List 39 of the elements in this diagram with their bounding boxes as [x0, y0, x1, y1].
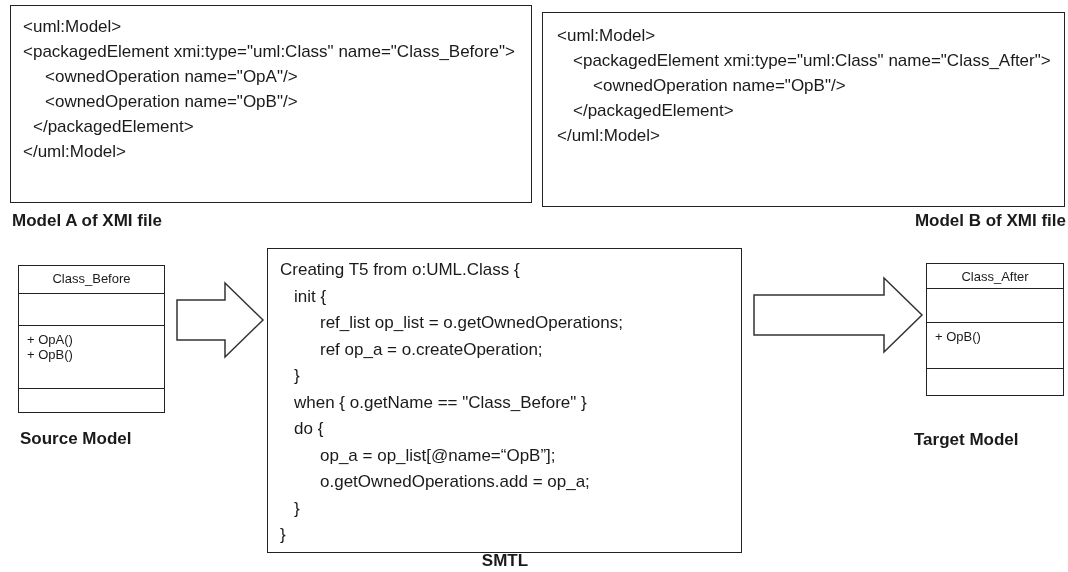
code-line: </uml:Model> — [556, 125, 661, 147]
uml-class-box — [18, 265, 165, 413]
code-line: do { — [293, 418, 325, 440]
block-arrow — [176, 281, 265, 359]
operation-text: + OpA() — [27, 332, 73, 347]
code-line: <ownedOperation name="OpB"/> — [44, 91, 299, 113]
code-line: </packagedElement> — [32, 116, 195, 138]
block-arrow — [753, 276, 924, 354]
code-line: <packagedElement xmi:type="uml:Class" name="Class_Before"> — [22, 41, 516, 63]
code-line: } — [293, 365, 301, 387]
operation-text: + OpB() — [935, 329, 981, 344]
node-label: SMTL — [481, 551, 529, 571]
class-name: Class_After — [960, 269, 1030, 284]
code-line: init { — [293, 285, 328, 308]
code-line: op_a = op_list[@name=“OpB”]; — [319, 444, 557, 467]
code-line: <packagedElement xmi:type="uml:Class" name="Class_After"> — [572, 50, 1052, 72]
code-box — [10, 5, 532, 203]
node-label: Model B of XMI file — [914, 211, 1066, 231]
code-line: <uml:Model> — [22, 16, 123, 38]
code-line: Creating T5 from o:UML.Class { — [279, 259, 521, 281]
code-line: } — [293, 497, 301, 520]
code-box — [542, 12, 1065, 207]
code-line: <ownedOperation name="OpA"/> — [44, 66, 299, 88]
code-box — [267, 248, 742, 553]
node-label: Source Model — [20, 429, 132, 449]
node-label: Model A of XMI file — [12, 211, 162, 231]
code-line: </packagedElement> — [572, 100, 735, 122]
code-line: o.getOwnedOperations.add = op_a; — [319, 471, 591, 493]
operation-text: + OpB() — [27, 347, 73, 362]
node-label: Target Model — [914, 430, 1019, 450]
code-line: ref_list op_list = o.getOwnedOperations; — [319, 312, 624, 334]
code-line: when { o.getName == "Class_Before" } — [293, 391, 588, 414]
code-line: } — [279, 524, 287, 546]
code-line: </uml:Model> — [22, 141, 127, 163]
code-line: <ownedOperation name="OpB"/> — [592, 75, 847, 97]
code-line: <uml:Model> — [556, 25, 657, 47]
class-name: Class_Before — [51, 271, 132, 286]
uml-class-box — [926, 263, 1064, 396]
code-line: ref op_a = o.createOperation; — [319, 338, 544, 361]
